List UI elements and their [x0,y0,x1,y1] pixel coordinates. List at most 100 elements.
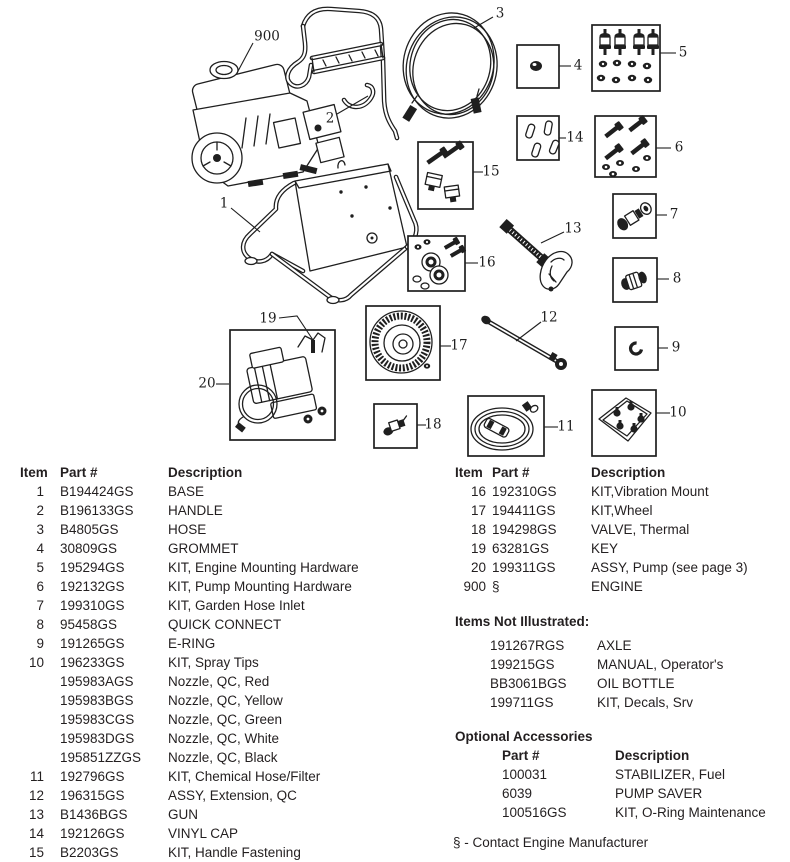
callout-number-5: 5 [679,45,688,61]
section-title: Items Not Illustrated: [455,614,590,629]
table-header: Part # Description [455,746,790,765]
chemical-hose-filter-box [467,395,545,457]
desc-cell: VALVE, Thermal [591,522,690,537]
description-header: Description [168,465,243,480]
description-header: Description [591,465,666,480]
item-cell [20,691,44,710]
item-cell: 11 [29,769,44,784]
table-row: 14 192126GS VINYL CAP [20,824,452,843]
quick-connect-box [612,257,658,303]
part-cell: 195983BGS [60,693,134,708]
part-cell: 194411GS [492,503,556,518]
callout-leader-12 [515,321,542,342]
part-cell: 30809GS [60,541,118,556]
table-row: 12 196315GS ASSY, Extension, QC [20,786,452,805]
item-cell: 16 [470,484,486,499]
item-cell: 10 [28,655,44,670]
garden-hose-inlet-box [612,193,657,239]
pump-assembly-box [229,329,336,441]
hose-illustration [402,12,498,122]
desc-cell: OIL BOTTLE [597,676,675,691]
item-cell: 18 [470,522,486,537]
grommet-box [516,44,560,89]
table-row: 6 192132GS KIT, Pump Mounting Hardware [20,577,452,596]
part-cell: 95458GS [60,617,118,632]
desc-cell: ENGINE [591,579,643,594]
item-cell: 900 [463,579,486,594]
part-cell: 199711GS [490,695,554,710]
item-cell: 12 [28,788,44,803]
part-cell: 195983DGS [60,731,135,746]
desc-cell: KIT,Wheel [591,503,653,518]
callout-number-3: 3 [496,6,505,22]
callout-number-4: 4 [574,58,583,74]
part-cell: 100516GS [502,805,567,820]
desc-cell: QUICK CONNECT [168,617,282,632]
part-cell: B194424GS [60,484,134,499]
wheel-box [365,305,441,381]
table-row: 17 194411GS KIT,Wheel [455,501,790,520]
callout-number-17: 17 [450,338,467,354]
items-not-illustrated: Items Not Illustrated: 191267RGS AXLE 19… [455,612,790,712]
part-cell: 195851ZZGS [60,750,142,765]
table-row: 10 196233GS KIT, Spray Tips [20,653,452,672]
item-cell: 7 [36,598,44,613]
desc-cell: STABILIZER, Fuel [615,767,726,782]
part-cell: B196133GS [60,503,134,518]
part-cell: B2203GS [60,845,119,860]
callout-number-19: 19 [259,311,276,327]
desc-cell: Nozzle, QC, Black [168,750,278,765]
part-cell: 199311GS [492,560,556,575]
part-cell: 192132GS [60,579,125,594]
callout-leader-13 [540,231,565,244]
table-row: 199711GS KIT, Decals, Srv [455,693,790,712]
part-cell: 196315GS [60,788,125,803]
handle-fastening-box [417,140,474,210]
part-cell: § [492,579,500,594]
part-cell: 192126GS [60,826,125,841]
table-row: 11 192796GS KIT, Chemical Hose/Filter [20,767,452,786]
item-cell: 9 [36,636,44,651]
table-row: 9 191265GS E-RING [20,634,452,653]
table-body: 191267RGS AXLE 199215GS MANUAL, Operator… [455,636,790,712]
table-row: 3 B4805GS HOSE [20,520,452,539]
item-cell: 5 [36,560,44,575]
table-header: Item Part # Description [20,463,452,482]
table-row: 195983BGS Nozzle, QC, Yellow [20,691,452,710]
spray-tips-box [591,389,657,457]
table-body: 100031 STABILIZER, Fuel 6039 PUMP SAVER … [455,765,790,822]
item-cell [20,748,44,767]
item-cell: 14 [28,826,44,841]
desc-cell: Nozzle, QC, Green [168,712,283,727]
engine-illustration [191,60,345,188]
callout-leader-3 [473,16,494,29]
desc-cell: MANUAL, Operator's [597,657,724,672]
item-cell: 17 [470,503,486,518]
part-cell: 100031 [502,767,548,782]
table-row: 6039 PUMP SAVER [455,784,790,803]
desc-cell: ASSY, Extension, QC [168,788,297,803]
vibration-mount-box [407,235,467,292]
part-cell: 195294GS [60,560,125,575]
thermal-valve-box [373,403,418,449]
item-cell: 2 [36,503,44,518]
item-cell: 6 [36,579,44,594]
desc-cell: GUN [168,807,198,822]
callout-number-18: 18 [424,417,441,433]
part-header: Part # [60,465,98,480]
desc-cell: GROMMET [168,541,239,556]
part-cell: 195983CGS [60,712,135,727]
item-header: Item [20,465,48,480]
callout-number-20: 20 [198,376,215,392]
desc-cell: KIT, Spray Tips [168,655,259,670]
callout-number-15: 15 [482,164,499,180]
part-cell: 6039 [502,786,533,801]
part-header: Part # [492,465,530,480]
table-row: 15 B2203GS KIT, Handle Fastening [20,843,452,862]
part-cell: 63281GS [492,541,550,556]
parts-table-left: Item Part # Description 1 B194424GS BASE… [20,463,452,862]
table-header: Item Part # Description [455,463,790,482]
gun-illustration [499,218,573,292]
